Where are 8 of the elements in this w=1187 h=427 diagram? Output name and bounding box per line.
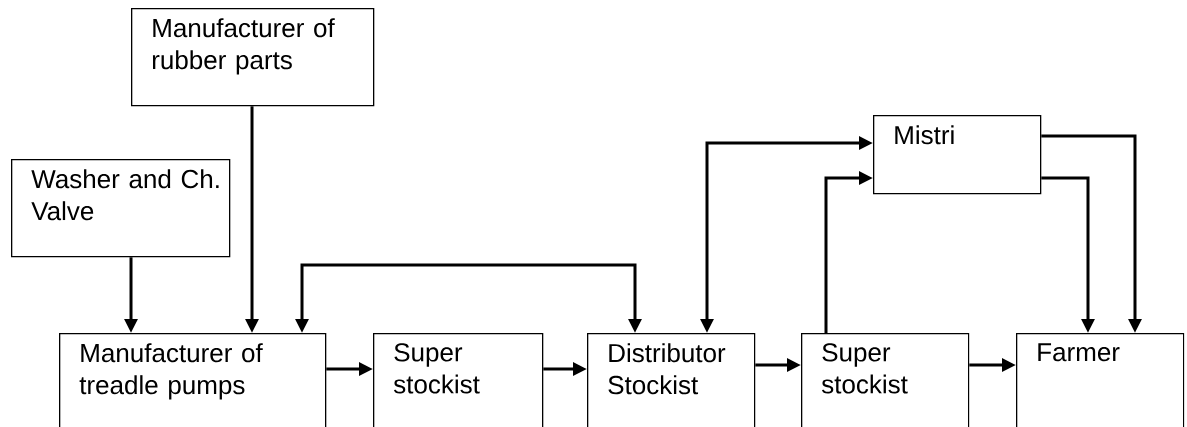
- process-box: Manufacturer of treadle pumps: [59, 333, 327, 427]
- process-box: Mistri: [873, 115, 1042, 195]
- process-box: Super stockist: [801, 333, 970, 427]
- process-box: Manufacturer of rubber parts: [131, 8, 375, 107]
- process-box: Washer and Ch. Valve: [11, 159, 231, 258]
- process-box: Farmer: [1016, 333, 1185, 427]
- process-box: Super stockist: [373, 333, 544, 427]
- process-box: Distributor Stockist: [587, 333, 756, 427]
